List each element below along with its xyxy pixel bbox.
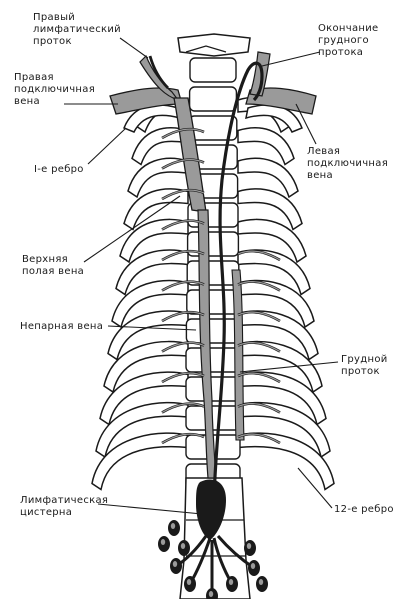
rib-left <box>115 249 189 296</box>
intercostal-vein-fill <box>161 128 205 139</box>
lymph-node-highlight <box>170 523 176 529</box>
leader-thoracic-duct-ending <box>261 51 321 67</box>
vertebra-process <box>185 45 227 53</box>
label-right-subclavian-vein: Правая подключичная вена <box>14 72 96 107</box>
rib-left <box>111 279 189 329</box>
leader-lines <box>64 37 339 515</box>
label-twelfth-rib: 12-е ребро <box>334 504 394 515</box>
rib-left <box>91 432 189 491</box>
lymph-node-highlight <box>246 543 252 549</box>
rib-right <box>237 127 295 166</box>
intercostal-vein-fill <box>237 281 281 292</box>
lymph-node-highlight <box>208 591 214 597</box>
rib-right <box>237 401 331 459</box>
rib-right <box>237 188 303 231</box>
right-lymphatic-duct <box>148 55 169 89</box>
label-azygos-vein: Непарная вена <box>20 321 104 332</box>
intercostal-vein-fill <box>237 372 281 383</box>
intercostal-vein-fill <box>161 372 205 383</box>
leader-cisterna-chyli <box>97 503 203 515</box>
rib-left <box>123 188 189 231</box>
lymph-node-highlight <box>160 539 166 545</box>
intercostal-vein-fill <box>161 281 205 292</box>
cisterna-chyli <box>196 479 226 540</box>
label-thoracic-duct-ending: Окончание грудного протока <box>318 23 379 58</box>
vessels <box>109 51 317 603</box>
lymph-node-highlight <box>258 579 264 585</box>
lymph-node-highlight <box>250 563 256 569</box>
intercostal-vein-fill <box>161 311 205 322</box>
label-thoracic-duct: Грудной проток <box>341 354 388 377</box>
label-first-rib: I-е ребро <box>34 164 84 175</box>
ribs-left <box>91 96 189 491</box>
rib-right <box>237 279 315 329</box>
lymph-node-highlight <box>172 561 178 567</box>
rib-right <box>237 371 327 426</box>
ribs-right <box>237 96 335 491</box>
intercostal-vein-fill <box>161 159 205 170</box>
intercostal-vein-fill <box>237 342 281 353</box>
thoracic-duct <box>212 61 264 499</box>
vertebral-body <box>185 347 241 373</box>
label-cisterna-chyli: Лимфатическая цистерна <box>20 495 109 518</box>
leader-superior-vena-cava <box>83 195 181 263</box>
leader-left-subclavian-vein <box>295 103 317 145</box>
leader-first-rib <box>87 127 127 165</box>
leader-thoracic-duct <box>239 361 339 373</box>
hemiazygos-vein <box>231 269 245 441</box>
rib-left <box>131 127 189 166</box>
left-jugular-vein <box>249 51 271 97</box>
intercostal-vein-fill <box>161 189 205 200</box>
intercostal-vein-fill <box>237 250 281 261</box>
left-subclavian-vein <box>245 87 317 115</box>
rib-left <box>95 401 189 459</box>
intercostal-vein-fill <box>161 250 205 261</box>
vertebra-cervical <box>177 33 251 57</box>
intercostal-vein-fill <box>161 403 205 414</box>
rib-left <box>127 157 189 199</box>
leader-twelfth-rib <box>297 467 333 509</box>
intercostal-vein-fill <box>237 311 281 322</box>
rib-right <box>237 432 335 491</box>
rib-left <box>103 340 189 394</box>
vertebral-body <box>185 376 241 402</box>
leader-azygos-vein <box>107 325 197 331</box>
rib-right <box>237 157 299 199</box>
rib-right <box>237 340 323 394</box>
label-left-subclavian-vein: Левая подключичная вена <box>307 146 389 181</box>
lymph-node-highlight <box>228 579 234 585</box>
rib-right <box>237 249 311 296</box>
leader-right-lymphatic-duct <box>119 37 149 59</box>
lymph-node-highlight <box>180 543 186 549</box>
intercostal-vein-fill <box>237 433 281 444</box>
vertebral-body <box>188 86 238 112</box>
rib-left <box>99 371 189 426</box>
rib-left <box>119 218 189 264</box>
vertebral-body <box>185 318 241 344</box>
intercostal-vein-fill <box>237 403 281 414</box>
intercostal-vein-fill <box>161 220 205 231</box>
vertebral-body <box>186 289 240 315</box>
intercostal-vein-fill <box>161 433 205 444</box>
label-superior-vena-cava: Верхняя полая вена <box>22 254 85 277</box>
label-right-lymphatic-duct: Правый лимфатический проток <box>33 12 121 47</box>
vertebral-body <box>189 57 237 83</box>
lymph-node-highlight <box>186 579 192 585</box>
rib-right <box>237 218 307 264</box>
intercostal-vein-fill <box>161 342 205 353</box>
